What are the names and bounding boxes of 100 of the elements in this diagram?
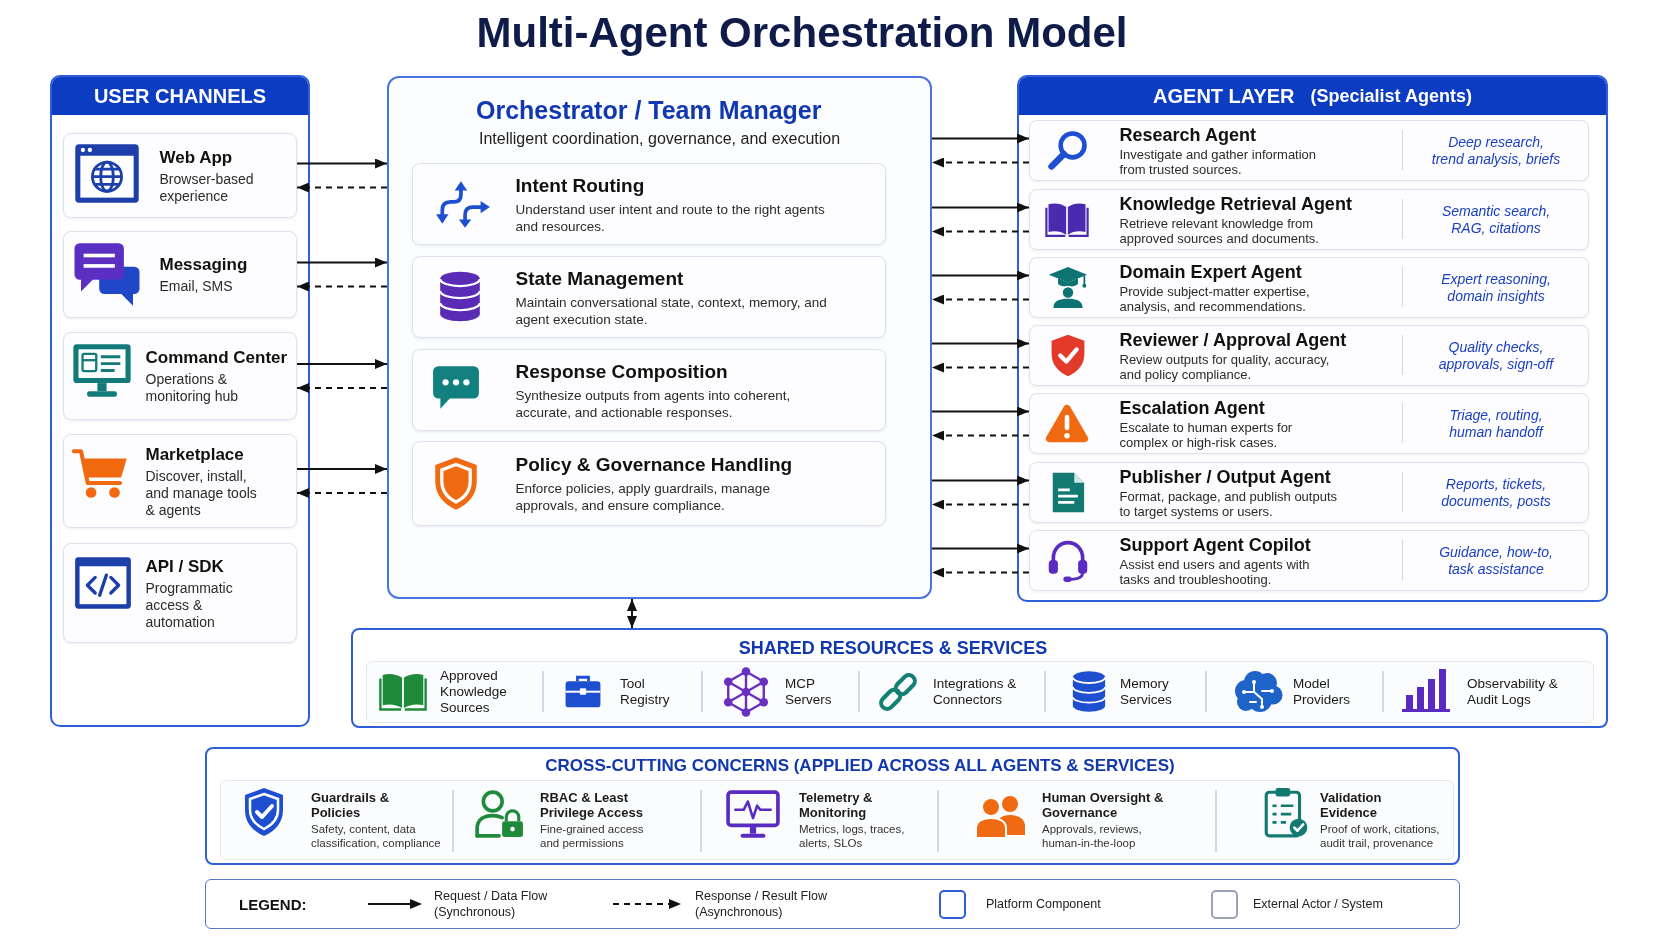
dashed-arrow xyxy=(931,294,1030,305)
capability-tags: Semantic search, RAG, citations xyxy=(1431,202,1561,237)
legend-heading: LEGEND: xyxy=(239,895,307,913)
card-title: Domain Expert Agent xyxy=(1119,261,1302,283)
capability-card xyxy=(412,349,886,431)
channel-panel xyxy=(50,75,310,727)
concern-title: Validation Evidence xyxy=(1320,790,1383,820)
card-description: Format, package, and publish outputs to target systems or users. xyxy=(1119,488,1339,519)
panel-title: USER CHANNELS xyxy=(93,84,267,108)
orchestrator-panel xyxy=(387,76,932,599)
resource-label: Tool Registry xyxy=(620,676,671,708)
dashed-arrow xyxy=(931,430,1030,441)
dashed-arrow xyxy=(931,499,1030,510)
legend-text: Request / Data Flow (Synchronous) xyxy=(434,888,549,920)
card-title: Intent Routing xyxy=(515,173,645,197)
capability-card xyxy=(412,441,886,526)
arrow xyxy=(931,270,1030,281)
resource-label: Memory Services xyxy=(1120,676,1173,708)
card-title: Knowledge Retrieval Agent xyxy=(1119,193,1352,215)
resource-label: MCP Servers xyxy=(785,676,833,708)
card-title: Reviewer / Approval Agent xyxy=(1119,329,1347,351)
concern-title: Telemetry & Monitoring xyxy=(799,790,874,820)
card-title: API / SDK xyxy=(145,555,224,577)
card-title: Command Center xyxy=(145,347,288,368)
concern-title: Guardrails & Policies xyxy=(311,790,391,820)
agent-card xyxy=(1029,120,1589,181)
arrow xyxy=(931,475,1030,486)
card-title: Response Composition xyxy=(515,359,728,383)
card-description: Maintain conversational state, context, memory, and agent execution state. xyxy=(515,293,828,328)
card-title: Messaging xyxy=(159,254,248,275)
resource-label: Observability & Audit Logs xyxy=(1467,676,1559,708)
agent-card xyxy=(1029,462,1589,523)
arrow xyxy=(296,257,388,268)
arrow xyxy=(296,158,388,169)
card-description: Email, SMS xyxy=(159,278,233,295)
dashed-arrow xyxy=(931,567,1030,578)
double-arrow xyxy=(627,598,637,629)
card-description: Provide subject-matter expertise, analysis, and recommendations. xyxy=(1119,283,1311,314)
card-title: Research Agent xyxy=(1119,124,1256,146)
card-title: State Management xyxy=(515,266,684,290)
arrow xyxy=(931,338,1030,349)
card-description: Investigate and gather information from trusted sources. xyxy=(1119,146,1318,177)
card-title: Publisher / Output Agent xyxy=(1119,466,1331,488)
dashed-arrow xyxy=(931,226,1030,237)
resource-label: Integrations & Connectors xyxy=(933,676,1018,708)
panel-title: Orchestrator / Team Manager xyxy=(476,95,822,125)
dashed-arrow xyxy=(931,362,1030,373)
concern-description: Approvals, reviews, human-in-the-loop xyxy=(1042,823,1143,850)
channel-card xyxy=(63,434,297,528)
channel-card xyxy=(63,332,297,420)
capability-tags: Expert reasoning, domain insights xyxy=(1431,270,1561,305)
agent-card xyxy=(1029,393,1589,454)
arrow xyxy=(931,543,1030,554)
agent-card xyxy=(1029,257,1589,318)
capability-card xyxy=(412,163,886,245)
card-description: Escalate to human experts for complex or high-risk cases. xyxy=(1119,419,1294,450)
panel-subtitle: Intelligent coordination, governance, and execution xyxy=(479,129,841,149)
card-description: Synthesize outputs from agents into coherent, accurate, and actionable responses. xyxy=(515,386,792,421)
arrow xyxy=(296,359,388,369)
diagram-title: Multi-Agent Orchestration Model xyxy=(476,9,1128,57)
arrow xyxy=(931,406,1030,417)
capability-tags: Quality checks, approvals, sign-off xyxy=(1431,338,1561,373)
section-heading: CROSS-CUTTING CONCERNS (APPLIED ACROSS ALL AGENTS & SERVICES) xyxy=(545,755,1175,777)
resource-label: Approved Knowledge Sources xyxy=(440,668,508,716)
concerns-panel xyxy=(205,747,1460,865)
card-title: Policy & Governance Handling xyxy=(515,453,793,476)
agent-card xyxy=(1029,325,1589,386)
card-title: Web App xyxy=(159,146,233,168)
resource-label: Model Providers xyxy=(1293,676,1352,708)
dashed-arrow xyxy=(296,383,388,393)
channel-card xyxy=(63,231,297,318)
card-title: Marketplace xyxy=(145,443,244,465)
concern-title: RBAC & Least Privilege Access xyxy=(540,790,644,820)
legend-text: Platform Component xyxy=(986,896,1101,912)
agent-card xyxy=(1029,189,1589,250)
dashed-arrow xyxy=(296,182,388,193)
card-description: Assist end users and agents with tasks and troubleshooting. xyxy=(1119,556,1311,587)
legend-text: External Actor / System xyxy=(1253,896,1383,912)
channel-card xyxy=(63,133,297,218)
card-description: Review outputs for quality, accuracy, and policy compliance. xyxy=(1119,351,1331,382)
concern-title: Human Oversight & Governance xyxy=(1042,790,1165,820)
panel-title: AGENT LAYER xyxy=(1153,84,1295,108)
card-description: Discover, install, and manage tools & agents xyxy=(145,467,258,519)
arrow xyxy=(931,202,1030,213)
card-description: Understand user intent and route to the right agents and resources. xyxy=(515,200,826,235)
concern-description: Safety, content, data classification, compliance xyxy=(311,823,442,850)
arrow xyxy=(931,133,1030,144)
concern-description: Fine-grained access and permissions xyxy=(540,823,645,850)
card-description: Retrieve relevant knowledge from approved sources and documents. xyxy=(1119,215,1320,246)
panel-subtitle: (Specialist Agents) xyxy=(1310,85,1472,108)
concern-description: Metrics, logs, traces, alerts, SLOs xyxy=(799,823,906,850)
legend-text: Response / Result Flow (Asynchronous) xyxy=(695,888,828,920)
capability-card xyxy=(412,256,886,338)
channel-card xyxy=(63,543,297,643)
capability-tags: Reports, tickets, documents, posts xyxy=(1431,475,1561,510)
card-description: Browser-based experience xyxy=(159,170,255,205)
capability-tags: Guidance, how-to, task assistance xyxy=(1431,543,1561,578)
resources-panel xyxy=(351,628,1608,728)
agent-panel xyxy=(1017,75,1608,602)
dashed-arrow xyxy=(931,157,1030,168)
